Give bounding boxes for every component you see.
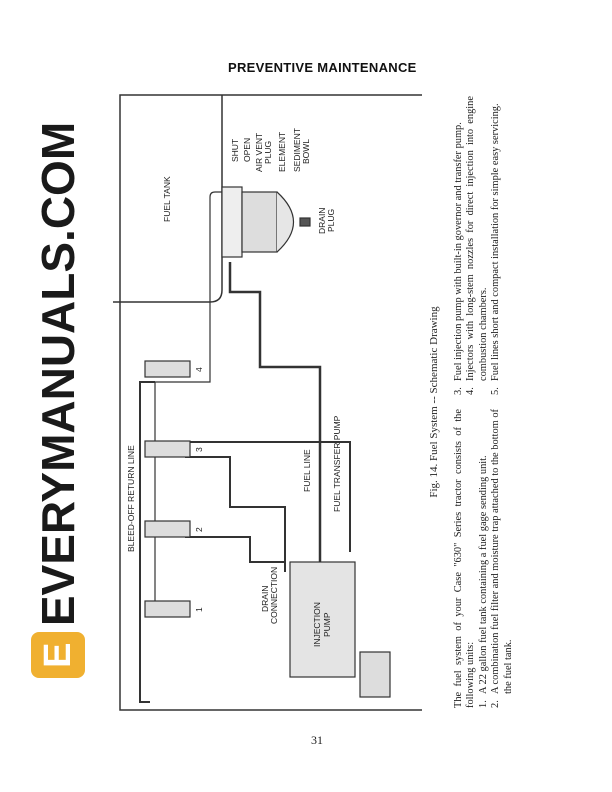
list-item: 5. Fuel lines short and compact installat…	[490, 96, 502, 395]
element-label: ELEMENT	[277, 132, 287, 172]
column-left: The fuel system of your Case "630" Serie…	[453, 409, 515, 708]
list-item-number: 1.	[477, 700, 489, 708]
bowl-label: BOWL	[301, 139, 311, 164]
drain-label: DRAIN	[260, 586, 270, 612]
list-item-text: Injectors with long-stem nozzles for dir…	[465, 96, 489, 381]
column-right: 3. Fuel injection pump with built-in gove…	[453, 96, 515, 395]
list-item: 3. Fuel injection pump with built-in gove…	[453, 96, 465, 395]
bleed-off-label: BLEED-OFF RETURN LINE	[126, 445, 136, 552]
list-item-number: 5.	[490, 387, 502, 395]
injectors	[144, 360, 191, 618]
list-item-text: A 22 gallon fuel tank containing a fuel …	[477, 455, 489, 694]
transfer-line	[185, 441, 351, 552]
fuel-line-label: FUEL LINE	[302, 449, 312, 492]
figure-caption: Fig. 14. Fuel System -- Schematic Drawin…	[428, 306, 440, 498]
air-vent-label: AIR VENT	[254, 133, 264, 172]
drain-plug-label: DRAIN	[317, 208, 327, 234]
fuel-system-diagram: FUEL TANK SHUT OPEN AIR VENT PLUG ELEMEN…	[113, 94, 422, 711]
bleed-off-line	[139, 381, 155, 703]
injection-label: INJECTION	[312, 602, 322, 647]
fuel-transfer-pump-label: FUEL TRANSFER PUMP	[332, 415, 342, 512]
open-label: OPEN	[242, 138, 252, 162]
list-item: 4. Injectors with long-stem nozzles for d…	[465, 96, 490, 395]
injector-number-2: 2	[194, 527, 204, 532]
pump-label: PUMP	[322, 612, 332, 637]
body-text: The fuel system of your Case "630" Serie…	[453, 96, 515, 708]
shut-label: SHUT	[230, 139, 240, 162]
air-vent-plug-label: PLUG	[263, 141, 273, 164]
list-item: 2. A combination fuel filter and moisture…	[490, 409, 515, 708]
injection-pump	[289, 561, 391, 698]
fuel-line	[228, 262, 335, 574]
injector-number-3: 3	[194, 447, 204, 452]
watermark-text: EVERYMANUALS.COM	[32, 121, 84, 627]
sediment-label: SEDIMENT	[292, 128, 302, 172]
list-item: 1. A 22 gallon fuel tank containing a fue…	[478, 409, 490, 708]
list-item-number: 4.	[465, 387, 477, 395]
intro-paragraph: The fuel system of your Case "630" Serie…	[453, 409, 477, 708]
injector-number-1: 1	[194, 607, 204, 612]
list-item-number: 2.	[490, 700, 502, 708]
watermark-logo: E	[31, 632, 85, 679]
drain-plug-label-2: PLUG	[326, 209, 336, 232]
list-item-text: A combination fuel filter and moisture t…	[490, 409, 514, 694]
page-header: PREVENTIVE MAINTENANCE	[228, 60, 417, 75]
list-item-number: 3.	[453, 387, 464, 395]
injector-line-2	[185, 536, 285, 563]
fuel-tank-label: FUEL TANK	[162, 176, 172, 222]
watermark: E EVERYMANUALS.COM	[30, 100, 86, 700]
page-number: 31	[311, 733, 323, 747]
list-item-text: Fuel injection pump with built-in govern…	[453, 122, 464, 381]
connection-label: CONNECTION	[269, 567, 279, 624]
rotated-content: FUEL TANK SHUT OPEN AIR VENT PLUG ELEMEN…	[110, 92, 530, 712]
list-item-text: Fuel lines short and compact installatio…	[490, 103, 502, 381]
return-line	[154, 191, 222, 602]
fuel-filter	[221, 186, 311, 258]
diagram-frame	[119, 94, 422, 711]
injector-line-3	[185, 456, 286, 572]
injector-number-4: 4	[194, 367, 204, 372]
